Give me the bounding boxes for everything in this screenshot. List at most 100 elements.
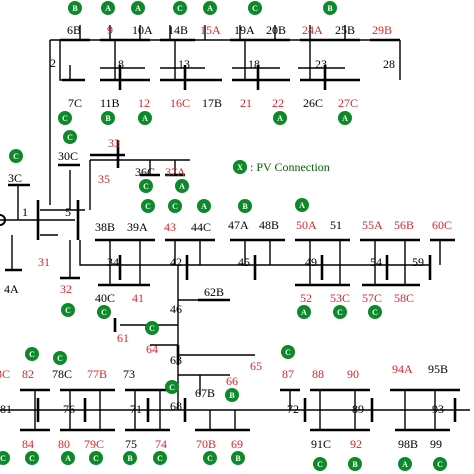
- svg-text:A: A: [142, 114, 148, 123]
- node-label: 28: [383, 57, 395, 71]
- node-label: 35: [98, 172, 110, 186]
- node-label: 58C: [394, 291, 414, 305]
- svg-text:C: C: [317, 460, 323, 469]
- node-label: 23: [315, 57, 327, 71]
- svg-text:C: C: [157, 454, 163, 463]
- svg-text:C: C: [437, 460, 443, 469]
- node-label: 68: [170, 399, 182, 413]
- node-label: 91C: [311, 437, 331, 451]
- node-label: 99: [430, 437, 442, 451]
- pv-badges: B A A C C B A A A A C C C C A A B A C A …: [0, 1, 447, 471]
- pv-connection-icon: A: [61, 451, 75, 465]
- pv-connection-icon: A: [338, 111, 352, 125]
- svg-text:B: B: [235, 454, 241, 463]
- node-label: 69: [231, 437, 243, 451]
- pv-connection-icon: C: [433, 457, 447, 471]
- node-label: 66: [226, 374, 238, 388]
- node-label: 49: [305, 255, 317, 269]
- svg-text:C: C: [62, 114, 68, 123]
- svg-text:A: A: [299, 201, 305, 210]
- node-label: 46: [170, 302, 182, 316]
- pv-connection-icon: C: [168, 199, 182, 213]
- svg-text:A: A: [65, 454, 71, 463]
- pv-connection-icon: C: [0, 451, 10, 465]
- node-label: 17B: [202, 96, 222, 110]
- node-label: 88: [312, 367, 324, 381]
- svg-text:C: C: [177, 4, 183, 13]
- svg-text:C: C: [149, 324, 155, 333]
- pv-connection-icon: C: [9, 149, 23, 163]
- node-label: 54: [370, 255, 382, 269]
- pv-connection-icon: B: [348, 457, 362, 471]
- node-label: 26C: [303, 96, 323, 110]
- pv-connection-icon: A: [131, 1, 145, 15]
- node-label: 37A: [165, 165, 186, 179]
- node-label: 1: [22, 205, 28, 219]
- node-label: 19A: [234, 23, 255, 37]
- node-label: 30C: [58, 149, 78, 163]
- node-label: 38B: [95, 220, 115, 234]
- node-label: 9: [107, 23, 113, 37]
- pv-connection-icon: C: [139, 179, 153, 193]
- node-label: 8: [118, 57, 124, 71]
- pv-connection-icon: B: [231, 451, 245, 465]
- svg-text:C: C: [29, 454, 35, 463]
- pv-connection-icon: C: [58, 111, 72, 125]
- svg-text:B: B: [242, 202, 248, 211]
- node-label: 33: [108, 136, 120, 150]
- pv-connection-icon: B: [323, 1, 337, 15]
- node-label: 95B: [428, 362, 448, 376]
- node-label: 13: [178, 57, 190, 71]
- node-label: 21: [240, 96, 252, 110]
- pv-connection-icon: C: [281, 345, 295, 359]
- node-label: 43: [164, 220, 176, 234]
- svg-text:C: C: [372, 308, 378, 317]
- pv-connection-icon: B: [101, 111, 115, 125]
- node-label: 60C: [432, 218, 452, 232]
- node-label: 12: [138, 96, 150, 110]
- node-label: 72: [287, 402, 299, 416]
- node-label: 32: [60, 282, 72, 296]
- svg-text:C: C: [101, 308, 107, 317]
- node-label: 36C: [135, 165, 155, 179]
- svg-text:C: C: [337, 308, 343, 317]
- node-label: 84: [22, 437, 34, 451]
- node-label: 61: [117, 331, 129, 345]
- pv-connection-icon: C: [53, 351, 67, 365]
- pv-connection-icon: B: [123, 451, 137, 465]
- node-label: 16C: [170, 96, 190, 110]
- node-label: 63: [170, 353, 182, 367]
- node-label: 10A: [132, 23, 153, 37]
- svg-text:C: C: [252, 4, 258, 13]
- node-label: 52: [300, 291, 312, 305]
- svg-text:C: C: [57, 354, 63, 363]
- pv-connection-icon: C: [25, 451, 39, 465]
- pv-connection-icon: A: [197, 199, 211, 213]
- node-label: 77B: [87, 367, 107, 381]
- svg-text:B: B: [127, 454, 133, 463]
- node-label: 59: [412, 255, 424, 269]
- node-label: 11B: [100, 96, 120, 110]
- node-label: 5: [65, 205, 71, 219]
- node-label: 20B: [266, 23, 286, 37]
- svg-text:A: A: [402, 460, 408, 469]
- node-label: 98B: [398, 437, 418, 451]
- pv-connection-icon: C: [63, 130, 77, 144]
- legend-pv-icon: [233, 160, 247, 174]
- node-label: 62B: [204, 285, 224, 299]
- pv-connection-icon: C: [203, 451, 217, 465]
- pv-connection-icon: C: [165, 380, 179, 394]
- node-label: 89: [352, 402, 364, 416]
- svg-text:A: A: [135, 4, 141, 13]
- pv-connection-icon: C: [97, 305, 111, 319]
- node-label: 22: [272, 96, 284, 110]
- svg-text:A: A: [342, 114, 348, 123]
- node-label: 70B: [196, 437, 216, 451]
- pv-connection-icon: C: [153, 451, 167, 465]
- pv-connection-icon: C: [368, 305, 382, 319]
- pv-connection-icon: C: [313, 457, 327, 471]
- node-label: 48B: [259, 218, 279, 232]
- node-label: 75: [125, 437, 137, 451]
- node-label: 45: [238, 255, 250, 269]
